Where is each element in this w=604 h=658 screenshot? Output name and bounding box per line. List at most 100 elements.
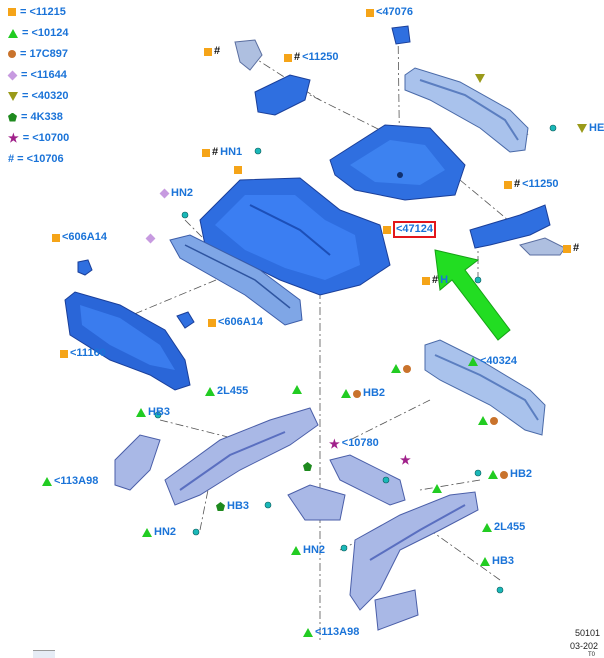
- callout-bracket-right[interactable]: #: [563, 242, 579, 255]
- callout-triangle-mid[interactable]: [292, 385, 302, 394]
- diamond-icon: [7, 70, 18, 80]
- callout-bracket-10706[interactable]: #: [204, 45, 220, 58]
- legend-item-circle: = 17C897: [8, 48, 68, 60]
- callout-he[interactable]: HE: [577, 122, 604, 135]
- triangle-down-icon: [475, 74, 485, 83]
- triangle-icon: [482, 523, 492, 532]
- left-cross-member: [169, 234, 303, 326]
- square-icon: [366, 8, 374, 17]
- star-icon: ★: [8, 131, 19, 145]
- callout-47124[interactable]: <47124: [383, 221, 437, 238]
- diagram-extra: T0: [588, 652, 596, 658]
- fasteners: [154, 124, 557, 594]
- circle-icon: [353, 389, 361, 398]
- hash-icon: #: [212, 146, 219, 158]
- callout-11250-right[interactable]: #<11250: [504, 178, 559, 191]
- callout-diamond-cross[interactable]: [145, 233, 156, 244]
- callout-606a14-center[interactable]: <606A14: [208, 316, 263, 329]
- pentagon-icon: [216, 502, 225, 511]
- hash-icon: #: [214, 45, 221, 57]
- callout-2l455-bottom[interactable]: 2L455: [482, 521, 525, 534]
- legend-item-star: ★= <10700: [8, 131, 70, 145]
- callout-pentagon[interactable]: [303, 462, 312, 471]
- callout-hn2-bottom[interactable]: HN2: [291, 544, 325, 557]
- pointer-arrow: [434, 249, 511, 341]
- legend-item-square: = <11215: [8, 6, 66, 18]
- square-icon: [8, 8, 16, 16]
- callout-hb3-center[interactable]: HB3: [216, 500, 249, 513]
- diamond-icon: [159, 188, 170, 199]
- square-icon: [383, 225, 391, 234]
- square-icon: [504, 180, 512, 189]
- callout-11160[interactable]: <11160: [60, 347, 106, 360]
- circle-icon: [500, 470, 508, 479]
- triangle-icon: [488, 470, 498, 479]
- triangle-icon: [391, 364, 401, 373]
- callout-hb2-top[interactable]: HB2: [341, 387, 385, 400]
- lower-right-rail: [424, 339, 546, 436]
- callout-113a98-bottom[interactable]: <113A98: [303, 626, 359, 639]
- triangle-icon: [42, 477, 52, 486]
- center-reinforcement: [287, 454, 406, 521]
- triangle-down-icon: [577, 124, 587, 133]
- front-floor-pan: [199, 177, 391, 296]
- callout-113a98-left[interactable]: <113A98: [42, 475, 98, 488]
- callout-rail-marks-right[interactable]: [478, 416, 498, 425]
- callout-rail-marks[interactable]: [391, 364, 411, 373]
- callout-40324[interactable]: <40324: [468, 355, 517, 368]
- callout-hn2-left[interactable]: HN2: [142, 526, 176, 539]
- square-icon: [204, 47, 212, 56]
- legend-item-diamond: = <11644: [7, 69, 67, 81]
- callout-11250-top[interactable]: #<11250: [284, 51, 339, 64]
- hash-icon: #: [573, 242, 580, 254]
- pentagon-icon: [303, 462, 312, 471]
- square-icon: [52, 233, 60, 242]
- triangle-icon: [432, 484, 442, 493]
- callout-hn1[interactable]: #HN1: [202, 146, 242, 159]
- square-icon: [60, 349, 68, 358]
- right-upper-rail: [404, 67, 529, 153]
- callout-stars[interactable]: ★: [400, 453, 411, 467]
- triangle-icon: [291, 546, 301, 555]
- circle-icon: [8, 50, 16, 58]
- legend-item-triangle-down: = <40320: [8, 90, 69, 102]
- legend-item-pentagon: = 4K338: [8, 111, 63, 123]
- rear-floor-pan: [329, 124, 466, 201]
- callout-10780[interactable]: ★<10780: [329, 436, 379, 451]
- pentagon-icon: [8, 112, 17, 122]
- triangle-icon: [292, 385, 302, 394]
- hash-icon: #: [514, 178, 521, 190]
- callout-hn2-top[interactable]: HN2: [159, 187, 193, 200]
- triangle-icon: [205, 387, 215, 396]
- callout-606a14-left[interactable]: <606A14: [52, 231, 107, 244]
- square-icon: [234, 166, 242, 174]
- square-icon: [208, 318, 216, 327]
- callout-2l455-top[interactable]: 2L455: [205, 385, 248, 398]
- triangle-icon: [480, 557, 490, 566]
- left-rocker-panel: [64, 291, 191, 391]
- triangle-icon: [341, 389, 351, 398]
- legend-item-triangle: = <10124: [8, 27, 69, 39]
- lower-left-frame: [114, 407, 319, 506]
- callout-h[interactable]: #H: [422, 274, 448, 287]
- callout-40320[interactable]: [475, 74, 485, 83]
- small-brackets: [77, 25, 566, 329]
- triangle-down-icon: [8, 91, 18, 101]
- callout-floor-square[interactable]: [234, 166, 242, 174]
- triangle-icon: [142, 528, 152, 537]
- corner-fragment: [33, 650, 55, 658]
- callout-hb3-left[interactable]: HB3: [136, 406, 170, 419]
- star-icon: ★: [329, 436, 340, 451]
- triangle-icon: [478, 416, 488, 425]
- callout-hb2-right[interactable]: HB2: [488, 468, 532, 481]
- star-icon: ★: [400, 453, 411, 467]
- callout-hb3-bottom[interactable]: HB3: [480, 555, 514, 568]
- triangle-icon: [136, 408, 146, 417]
- callout-triangle-lower[interactable]: [432, 484, 442, 493]
- diamond-icon: [145, 233, 156, 244]
- diagram-code: 50101: [575, 628, 601, 638]
- callout-47076[interactable]: <47076: [366, 6, 413, 19]
- triangle-icon: [303, 628, 313, 637]
- triangle-icon: [468, 357, 478, 366]
